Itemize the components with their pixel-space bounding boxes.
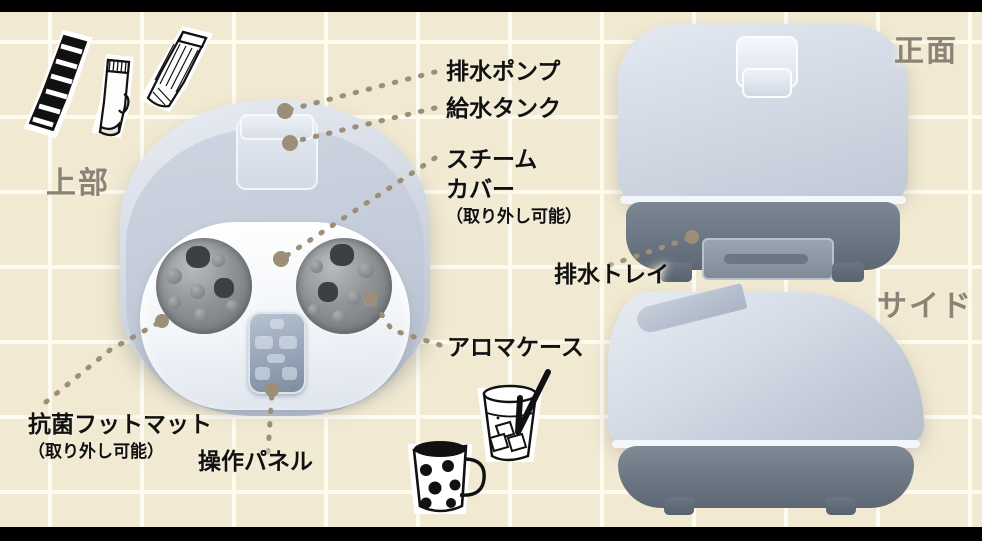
polka-dot-mug-glyph — [412, 441, 486, 513]
letterbox-top — [0, 0, 982, 12]
product-front-view — [618, 24, 908, 282]
leader-dot-drain-pump — [277, 103, 293, 119]
leader-aroma-case — [369, 297, 443, 348]
leader-dot-water-tank — [282, 135, 298, 151]
callout-steam-cover-text-line1: スチーム — [446, 147, 538, 173]
front-view-foot-right — [832, 262, 864, 282]
leader-control-panel — [265, 389, 275, 455]
callout-foot-mat-note: （取り外し可能） — [28, 442, 164, 462]
callout-foot-mat-text: 抗菌フットマット — [28, 412, 212, 438]
product-side-view — [608, 283, 924, 515]
grid-hline-1 — [0, 115, 982, 119]
leader-foot-mat — [43, 319, 163, 405]
callout-water-tank-text: 給水タンク — [446, 96, 561, 122]
leader-water-tank — [289, 105, 438, 145]
view-caption-side: サイド — [877, 289, 973, 324]
grid-vline-6 — [600, 12, 604, 527]
product-top-view — [120, 100, 430, 430]
callout-steam-cover-note: （取り外し可能） — [446, 207, 582, 227]
front-view-foot-left — [660, 262, 692, 282]
letterbox-bottom — [0, 527, 982, 541]
leader-dot-control-panel — [265, 383, 279, 397]
callout-drain-tray: 排水トレイ — [554, 260, 669, 290]
grid-vline-10 — [968, 12, 972, 527]
side-view-foot-right — [826, 497, 856, 515]
grid-vline-5 — [508, 12, 512, 527]
panel-key-timer — [255, 367, 270, 380]
front-view-seam — [620, 196, 906, 204]
callout-steam-cover-text-line2: カバー — [446, 177, 515, 203]
leader-dot-steam-cover — [273, 251, 289, 267]
drain-pump-lid — [240, 114, 314, 140]
callout-drain-pump: 排水ポンプ — [446, 57, 560, 87]
sock-lined-glyph — [146, 30, 208, 108]
callout-steam-cover: スチーム カバー （取り外し可能） — [446, 145, 582, 230]
sock-striped-glyph — [28, 34, 88, 132]
callout-control-panel-text: 操作パネル — [198, 449, 313, 475]
panel-key-left — [255, 336, 273, 349]
panel-key-right — [279, 336, 297, 349]
panel-key-heat — [282, 367, 297, 380]
leader-dot-foot-mat — [155, 314, 169, 328]
right-massage-roller — [296, 238, 392, 334]
grid-vline-9 — [876, 12, 880, 527]
callout-aroma-case: アロマケース — [447, 333, 584, 363]
panel-key-mode — [267, 354, 285, 363]
view-caption-top: 上部 — [46, 166, 110, 201]
leader-drain-tray — [607, 235, 693, 268]
callout-foot-mat: 抗菌フットマット （取り外し可能） — [28, 410, 212, 465]
sock-plain-glyph — [98, 58, 131, 137]
grid-hline-3 — [0, 265, 982, 269]
leader-dot-drain-tray — [685, 230, 699, 244]
front-view-grip — [742, 68, 792, 98]
drinks-illustration — [398, 358, 578, 528]
view-caption-front: 正面 — [894, 34, 958, 69]
socks-illustration — [8, 22, 228, 157]
grid-hline-4 — [0, 340, 982, 344]
iced-drink-glyph — [482, 369, 551, 462]
grid-hline-0 — [0, 40, 982, 44]
grid-vline-0 — [48, 12, 52, 527]
left-massage-roller — [156, 238, 252, 334]
panel-key-power — [270, 319, 284, 329]
leader-steam-cover — [280, 155, 438, 261]
drain-tray-grip — [724, 254, 808, 264]
side-view-seam — [612, 440, 920, 448]
grid-hline-6 — [0, 490, 982, 494]
leader-dot-aroma-case — [364, 291, 378, 305]
callout-control-panel: 操作パネル — [198, 447, 313, 477]
callout-drain-tray-text: 排水トレイ — [554, 262, 669, 288]
callout-drain-pump-text: 排水ポンプ — [446, 59, 561, 85]
callout-water-tank: 給水タンク — [446, 94, 561, 124]
grid-hline-2 — [0, 190, 982, 194]
leader-drain-pump — [285, 69, 438, 113]
side-view-foot-left — [664, 497, 694, 515]
callout-aroma-case-text: アロマケース — [447, 335, 584, 361]
